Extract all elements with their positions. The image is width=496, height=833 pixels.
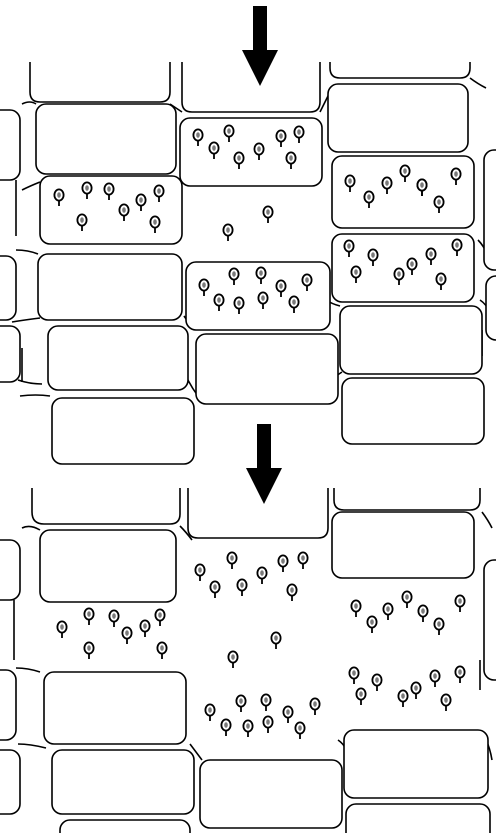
plant-cell (200, 760, 342, 828)
amyloplast-particle (271, 632, 280, 649)
plant-cell (484, 560, 496, 680)
plant-cell (0, 110, 20, 180)
bottom-panel (0, 424, 496, 833)
plant-cell (40, 530, 176, 602)
amyloplast-particle (383, 603, 392, 620)
plant-cell (486, 276, 496, 340)
amyloplast-particle (195, 564, 204, 581)
amyloplast-particle (295, 722, 304, 739)
amyloplast-particle (418, 605, 427, 622)
amyloplast-particle (228, 651, 237, 668)
plant-cell (344, 730, 488, 798)
amyloplast-particle (298, 552, 307, 569)
plant-cell (328, 84, 468, 152)
plant-cell (0, 256, 16, 320)
plant-cell (332, 512, 474, 578)
amyloplast-particle (205, 704, 214, 721)
amyloplast-particle (411, 682, 420, 699)
plant-cell (44, 672, 186, 744)
amyloplast-particle (367, 616, 376, 633)
plant-cell (38, 254, 182, 320)
amyloplast-particle (430, 670, 439, 687)
amyloplast-particle (356, 688, 365, 705)
plant-cell (484, 150, 496, 270)
down-arrow-icon (246, 424, 282, 504)
bottom-cells (0, 512, 496, 833)
amyloplast-particle (237, 579, 246, 596)
plant-cell (340, 306, 482, 374)
amyloplast-particle (221, 719, 230, 736)
amyloplast-particle (84, 642, 93, 659)
plant-cell (52, 398, 194, 464)
plant-cell (60, 820, 190, 833)
plant-cell (196, 334, 338, 404)
amyloplast-particle (283, 706, 292, 723)
amyloplast-particle (402, 591, 411, 608)
amyloplast-particle (243, 720, 252, 737)
amyloplast-particle (140, 620, 149, 637)
top-panel (0, 6, 496, 464)
amyloplast-particle (441, 694, 450, 711)
amyloplast-particle (398, 690, 407, 707)
plant-cell (0, 750, 20, 814)
amyloplast-particle (57, 621, 66, 638)
down-arrow-icon (242, 6, 278, 86)
amyloplast-particle (287, 584, 296, 601)
plant-cell (52, 750, 194, 814)
plant-cell (0, 670, 16, 740)
amyloplast-particle (349, 667, 358, 684)
amyloplast-particle (434, 618, 443, 635)
amyloplast-particle (155, 609, 164, 626)
amyloplast-particle (261, 694, 270, 711)
amyloplast-particle (263, 716, 272, 733)
plant-cell (0, 326, 20, 382)
amyloplast-particle (236, 695, 245, 712)
amyloplast-particle (84, 608, 93, 625)
amyloplast-particle (257, 567, 266, 584)
amyloplast-particle (455, 595, 464, 612)
plant-cell (0, 540, 20, 600)
amyloplast-particle (278, 555, 287, 572)
plant-cell (342, 378, 484, 444)
plant-cell (48, 326, 188, 390)
amyloplast-particle (109, 610, 118, 627)
amyloplast-particle (372, 674, 381, 691)
amyloplast-particle (263, 206, 272, 223)
amyloplast-particle (210, 581, 219, 598)
amyloplast-particle (157, 642, 166, 659)
plant-cell (346, 804, 490, 833)
top-cells (0, 84, 496, 464)
amyloplast-particle (455, 666, 464, 683)
amyloplast-particle (351, 600, 360, 617)
amyloplast-particle (227, 552, 236, 569)
amyloplast-particle (223, 224, 232, 241)
plant-cell (36, 104, 176, 174)
amyloplast-particle (310, 698, 319, 715)
amyloplast-particle (122, 627, 131, 644)
